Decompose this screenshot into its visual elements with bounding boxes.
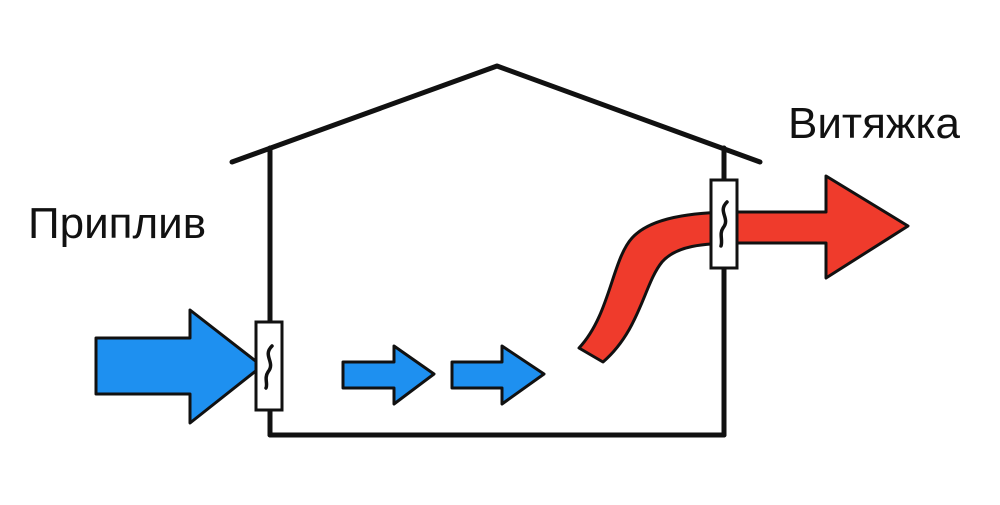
fan-vent-icon [719, 200, 729, 248]
exhaust-label: Витяжка [788, 99, 961, 148]
supply-arrow-large [94, 308, 264, 425]
supply-arrow-small-1 [341, 344, 436, 406]
exhaust-arrow [577, 174, 910, 364]
outlet-vent-frame [709, 178, 739, 270]
house-roof [229, 63, 763, 165]
fan-vent-icon [264, 344, 274, 390]
supply-arrow-small-2 [450, 344, 546, 406]
inlet-vent [254, 320, 284, 412]
supply-label: Приплив [28, 199, 206, 248]
outlet-vent [709, 178, 739, 270]
